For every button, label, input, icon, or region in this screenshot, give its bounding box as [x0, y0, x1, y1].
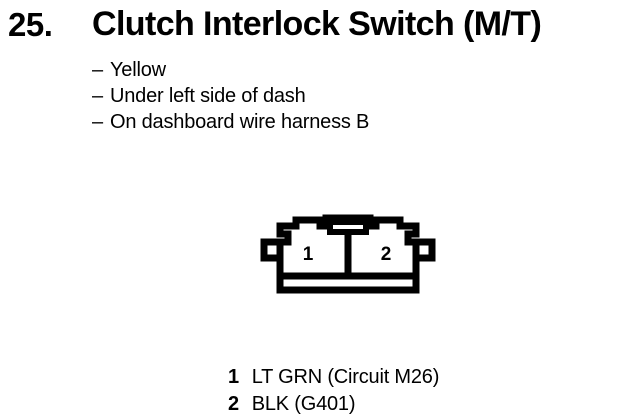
list-item: – On dashboard wire harness B	[92, 109, 572, 135]
legend-row: 2 BLK (G401)	[228, 391, 608, 418]
left-latch-ear	[260, 238, 280, 262]
keying-ridge	[327, 219, 369, 235]
page-header: 25. Clutch Interlock Switch (M/T)	[0, 2, 640, 48]
legend-pin-number: 1	[228, 366, 240, 388]
list-item: – Under left side of dash	[92, 83, 572, 109]
connector-body-shape	[276, 214, 420, 294]
list-item-label: On dashboard wire harness B	[110, 111, 370, 133]
list-item-label: Yellow	[110, 59, 166, 81]
cavity-number-1: 1	[303, 244, 314, 265]
connector-diagram: 1 2	[258, 212, 438, 304]
dash-bullet-icon: –	[92, 59, 104, 81]
connector-outline-icon: 1 2	[260, 214, 436, 294]
legend-pin-number: 2	[228, 393, 240, 415]
list-item-label: Under left side of dash	[110, 85, 306, 107]
dash-bullet-icon: –	[92, 85, 104, 107]
item-number: 25.	[8, 6, 53, 43]
page-title: Clutch Interlock Switch (M/T)	[92, 5, 542, 43]
pin-legend: 1 LT GRN (Circuit M26) 2 BLK (G401)	[228, 364, 608, 418]
legend-pin-description: BLK (G401)	[251, 393, 356, 415]
legend-row: 1 LT GRN (Circuit M26)	[228, 364, 608, 391]
legend-pin-description: LT GRN (Circuit M26)	[251, 366, 440, 388]
list-item: – Yellow	[92, 57, 572, 83]
cavity-number-2: 2	[381, 244, 392, 265]
descriptor-list: – Yellow – Under left side of dash – On …	[92, 57, 572, 135]
dash-bullet-icon: –	[92, 111, 104, 133]
right-latch-ear	[416, 238, 436, 262]
